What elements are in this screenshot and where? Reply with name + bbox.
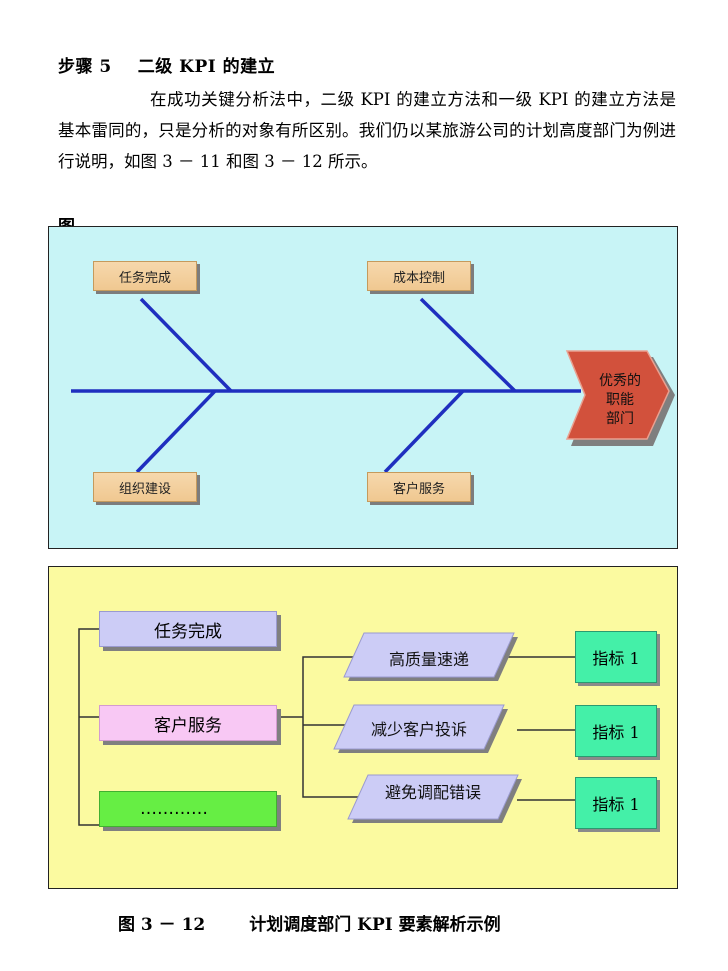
section-heading: 步骤 5 二级 KPI 的建立 — [58, 52, 275, 77]
step-number: 步骤 5 — [58, 57, 112, 77]
figure-number: 图 3 － 12 — [118, 915, 206, 935]
bone-label-service: 客户服务 — [367, 472, 471, 502]
sub-item-reduce-complaints: 减少客户投诉 — [370, 720, 467, 739]
figure-title: 计划调度部门 KPI 要素解析示例 — [249, 915, 501, 935]
para-shape-3 — [347, 774, 519, 820]
fishbone-lines — [71, 297, 675, 474]
body-paragraph: 在成功关键分析法中，二级 KPI 的建立方法和一级 KPI 的建立方法是基本雷同… — [58, 90, 676, 171]
tree-item-service: 客户服务 — [99, 705, 277, 741]
sub-item-fast-delivery: 高质量速递 — [388, 650, 469, 669]
indicator-3: 指标 1 — [575, 777, 657, 829]
fish-head-line-3: 部门 — [606, 411, 634, 427]
para-shape-2 — [333, 704, 505, 750]
bone-cost — [419, 297, 517, 393]
kpi-tree-diagram: 任务完成 客户服务 ………… 高质量速递 减少客户投诉 避免调配错误 指标 1 … — [48, 566, 678, 889]
bone-label-org: 组织建设 — [93, 472, 197, 502]
step-title: 二级 KPI 的建立 — [137, 57, 276, 77]
bone-org — [135, 389, 217, 474]
tree-item-ellipsis: ………… — [99, 791, 277, 827]
fish-head-line-2: 职能 — [606, 392, 634, 408]
bone-service — [383, 389, 465, 474]
bone-task — [139, 297, 233, 393]
indicator-2: 指标 1 — [575, 705, 657, 757]
kpi-tree-lines — [78, 628, 575, 826]
indicator-1: 指标 1 — [575, 631, 657, 683]
para-shape-1 — [343, 632, 515, 678]
tree-item-task: 任务完成 — [99, 611, 277, 647]
fishbone-diagram: 任务完成 成本控制 组织建设 客户服务 优秀的 职能 部门 — [48, 226, 678, 549]
sub-item-avoid-errors: 避免调配错误 — [384, 783, 481, 802]
bone-label-task: 任务完成 — [93, 261, 197, 291]
bone-label-cost: 成本控制 — [367, 261, 471, 291]
figure-caption: 图 3 － 12 计划调度部门 KPI 要素解析示例 — [118, 910, 501, 935]
fish-head-shape — [565, 350, 670, 440]
fish-head-line-1: 优秀的 — [599, 373, 641, 389]
